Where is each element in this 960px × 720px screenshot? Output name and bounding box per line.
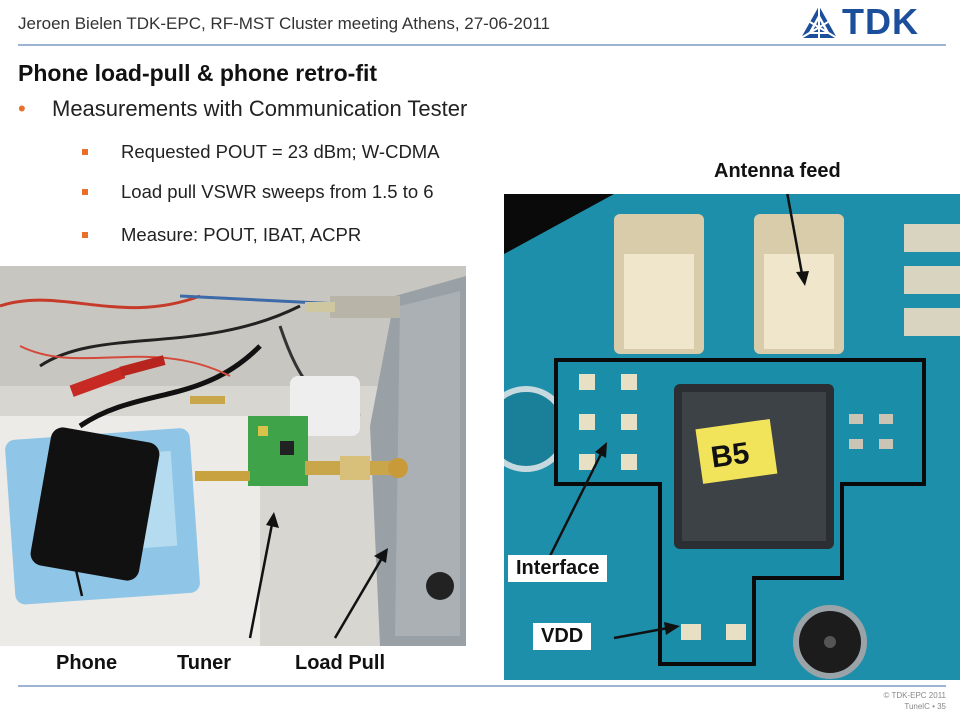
setup-photo <box>0 266 466 646</box>
bullet-sub-text: Load pull VSWR sweeps from 1.5 to 6 <box>121 181 434 202</box>
label-phone: Phone <box>56 652 118 674</box>
bullet-sub-text: Measure: POUT, IBAT, ACPR <box>121 224 362 245</box>
header-divider <box>18 44 946 46</box>
bullet-square-icon <box>82 232 88 238</box>
logo-text: TDK <box>842 1 919 42</box>
label-antenna-feed: Antenna feed <box>714 160 841 182</box>
tdk-logo: TDK <box>800 1 945 42</box>
footer-divider <box>18 685 946 687</box>
label-vdd: VDD <box>533 623 592 650</box>
bullet-square-icon <box>82 189 88 195</box>
label-tuner: Tuner <box>177 652 232 674</box>
tdk-logo-icon <box>800 6 838 39</box>
label-load-pull: Load Pull <box>295 652 385 674</box>
pcb-photo: B5 <box>504 194 960 680</box>
bullet-main-text: Measurements with Communication Tester <box>52 96 468 121</box>
bullet-sub-1: Requested POUT = 23 dBm; W-CDMA <box>82 141 440 163</box>
label-interface: Interface <box>508 555 608 582</box>
chip-marking: B5 <box>708 436 752 475</box>
bullet-dot-icon: • <box>18 96 26 121</box>
bullet-sub-text: Requested POUT = 23 dBm; W-CDMA <box>121 141 440 162</box>
pcb-photo-drawing <box>504 194 960 680</box>
bullet-main: • Measurements with Communication Tester <box>18 96 467 122</box>
footer-page-number: TunelC • 35 <box>904 702 946 711</box>
presentation-header: Jeroen Bielen TDK-EPC, RF-MST Cluster me… <box>18 14 550 33</box>
bullet-sub-2: Load pull VSWR sweeps from 1.5 to 6 <box>82 181 434 203</box>
footer-copyright: © TDK-EPC 2011 <box>883 691 946 700</box>
bullet-sub-3: Measure: POUT, IBAT, ACPR <box>82 224 361 246</box>
bullet-square-icon <box>82 149 88 155</box>
setup-photo-drawing <box>0 266 466 646</box>
slide-title: Phone load-pull & phone retro-fit <box>18 60 378 86</box>
